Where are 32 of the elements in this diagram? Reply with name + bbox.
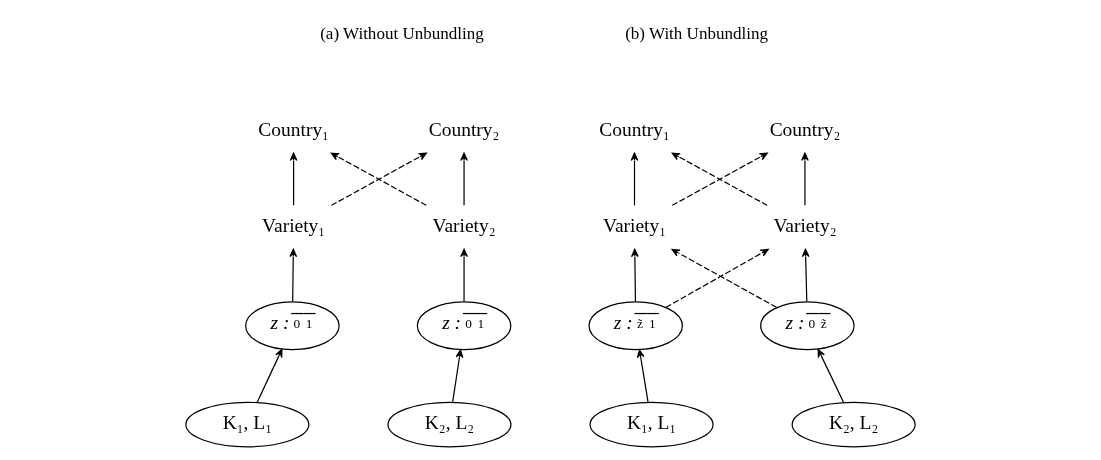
node-text: Country₂ [769, 118, 841, 140]
node-text: Country₁ [258, 118, 329, 140]
arrow [289, 248, 298, 302]
node-ellipse: K₂, L₂ [791, 401, 916, 448]
arrow [801, 152, 809, 206]
node-text: Country₁ [599, 118, 670, 140]
node-text: Variety₂ [432, 214, 496, 236]
arrow [460, 248, 468, 302]
arrow [630, 152, 639, 206]
node-ellipse: z : 0 1 [416, 301, 512, 351]
label: (b) With Unbundling [625, 24, 768, 44]
arrow [452, 349, 464, 403]
node-text: Country₂ [428, 118, 500, 140]
arrow [636, 349, 649, 403]
node-ellipse: K₂, L₂ [387, 401, 512, 448]
arrow [460, 152, 468, 206]
arrow [330, 152, 427, 206]
arrow [289, 152, 298, 206]
node-ellipse: z : 0 z̃ [760, 301, 855, 351]
node-text: Variety₁ [603, 214, 667, 236]
node-ellipse: K₁, L₁ [185, 401, 310, 448]
node-ellipse: z : z̃ 1 [588, 301, 684, 351]
arrow [256, 348, 283, 404]
arrow [671, 152, 768, 206]
node-text: Variety₁ [262, 214, 326, 236]
node-ellipse: z : 0 1 [245, 301, 340, 351]
node-text: Variety₂ [773, 214, 837, 236]
arrow [801, 248, 810, 302]
arrow [630, 248, 639, 302]
label: (a) Without Unbundling [320, 24, 484, 44]
node-ellipse: K₁, L₁ [589, 401, 714, 448]
arrow [817, 348, 845, 404]
